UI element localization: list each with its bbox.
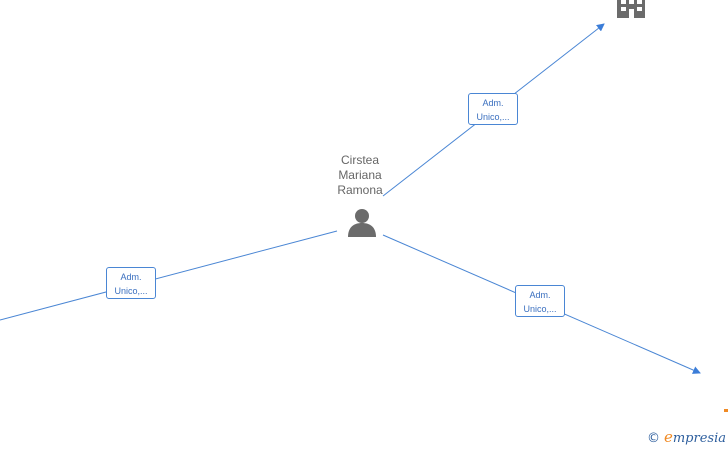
relation-label-line-2: Unico,... [476,112,510,122]
relation-label-left[interactable]: Adm. Unico,... [106,267,156,299]
relation-label-line-1: Adm. [529,290,551,300]
relation-label-bottom-right[interactable]: Adm. Unico,... [515,285,565,317]
relation-label-line-2: Unico,... [114,286,148,296]
edge-to-left [0,230,338,321]
empresia-watermark: ©empresia [647,428,726,446]
brand-name: mpresia [672,431,726,446]
offscreen-node-fragment [724,409,728,412]
person-name-line-3: Ramona [337,183,383,197]
person-name-line-1: Cirstea [340,153,379,167]
relation-label-top-right[interactable]: Adm. Unico,... [468,93,518,125]
relation-label-line-2: Unico,... [523,304,557,314]
relation-label-line-1: Adm. [120,272,142,282]
person-name-label[interactable]: Cirstea Mariana Ramona [320,153,400,198]
brand-initial: e [663,428,673,446]
copyright-symbol: © [646,431,660,446]
person-icon[interactable] [348,209,376,237]
person-name-line-2: Mariana [338,168,382,182]
relation-label-line-1: Adm. [482,98,504,108]
building-icon[interactable] [617,0,645,18]
